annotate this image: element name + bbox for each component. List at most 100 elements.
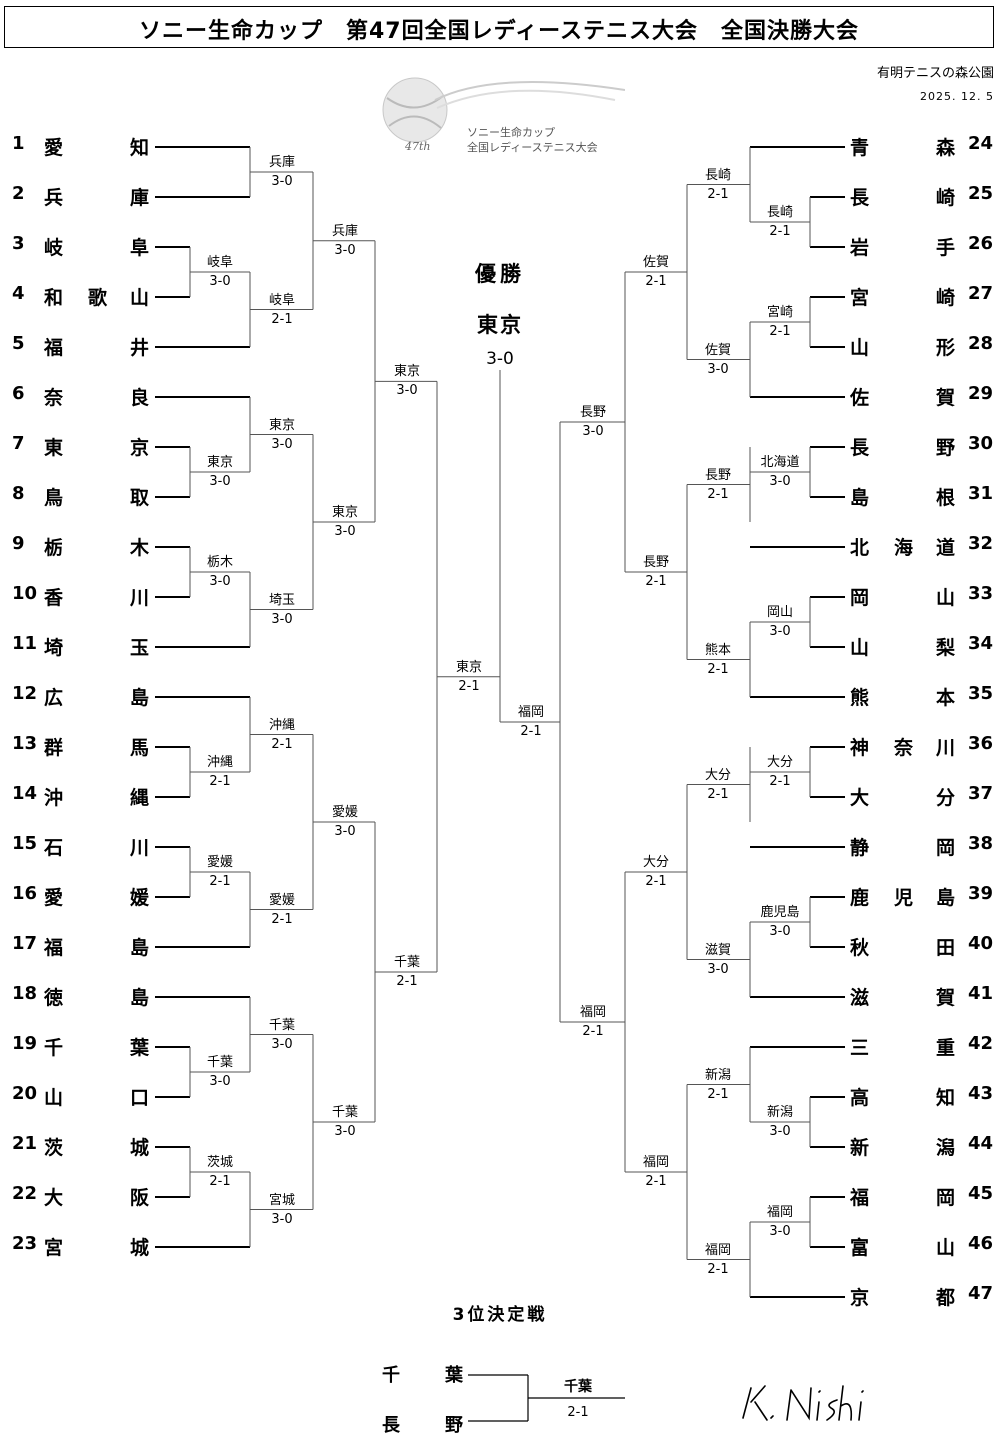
left-team-name-char: 愛 xyxy=(44,137,64,159)
right-team-number: 35 xyxy=(968,683,994,704)
left-team-name-char: 島 xyxy=(130,987,150,1009)
right-team-number: 24 xyxy=(968,133,994,154)
third-place-label: 3位決定戦 xyxy=(452,1305,548,1325)
right-team-name-char: 神 xyxy=(850,737,870,759)
right-match-winner: 長崎 xyxy=(704,167,731,183)
left-team-name-char: 栃 xyxy=(44,537,64,559)
left-match-winner: 東京 xyxy=(393,364,420,380)
right-match-winner: 宮崎 xyxy=(766,305,793,320)
right-team-name-char: 大 xyxy=(850,787,870,809)
date-text: 2025. 12. 5 xyxy=(920,90,994,103)
right-match-score: 2-1 xyxy=(769,324,791,339)
left-team-name-char: 口 xyxy=(130,1087,150,1109)
left-match-score: 3-0 xyxy=(271,1036,293,1052)
right-team-number: 37 xyxy=(968,783,994,804)
right-team-name-char: 山 xyxy=(936,1237,956,1259)
left-match-winner: 沖縄 xyxy=(268,717,295,733)
left-match-score: 2-1 xyxy=(271,736,293,752)
left-team-name-char: 山 xyxy=(44,1087,64,1109)
right-team-name-char: 分 xyxy=(936,787,956,809)
right-team-name-char: 宮 xyxy=(850,287,870,309)
left-team-number: 23 xyxy=(12,1233,38,1254)
left-team-name-char: 千 xyxy=(44,1037,64,1059)
right-match-score: 2-1 xyxy=(707,486,729,502)
right-team-number: 30 xyxy=(968,433,994,454)
right-team-name-char: 高 xyxy=(850,1087,870,1109)
right-match-score: 3-0 xyxy=(769,1124,791,1139)
right-team-name-char: 岡 xyxy=(850,587,870,609)
right-team-row: 37 大 分 xyxy=(848,783,993,811)
left-match-winner: 茨城 xyxy=(206,1155,233,1170)
right-team-name-char: 野 xyxy=(936,437,956,459)
left-team-name-char: 阜 xyxy=(130,237,150,259)
right-match-winner: 福岡 xyxy=(579,1005,606,1020)
left-match-winner: 岐阜 xyxy=(268,292,295,308)
right-match-winner: 北海道 xyxy=(760,455,800,470)
left-team-number: 15 xyxy=(12,833,38,854)
left-team-number: 1 xyxy=(12,133,25,154)
left-team-number: 19 xyxy=(12,1033,38,1054)
right-team-number: 28 xyxy=(968,333,994,354)
left-team-number: 5 xyxy=(12,333,25,354)
right-team-name-char: 岡 xyxy=(936,1187,956,1209)
right-team-name-char: 青 xyxy=(850,137,870,159)
right-team-name-char: 崎 xyxy=(936,187,956,209)
right-team-name-char: 島 xyxy=(936,887,956,909)
right-team-name-char: 岡 xyxy=(936,837,956,859)
right-team-number: 45 xyxy=(968,1183,994,1204)
right-team-number: 34 xyxy=(968,633,994,654)
left-match-score: 3-0 xyxy=(209,1074,231,1089)
third-score: 2-1 xyxy=(567,1405,589,1420)
right-match-score: 2-1 xyxy=(707,1086,729,1102)
left-team-number: 17 xyxy=(12,933,38,954)
right-match-score: 2-1 xyxy=(707,786,729,802)
left-match-score: 3-0 xyxy=(334,242,356,258)
left-team-name-char: 徳 xyxy=(44,987,64,1009)
left-match-winner: 兵庫 xyxy=(331,223,358,239)
left-team-number: 12 xyxy=(12,683,38,704)
left-team-name-char: 香 xyxy=(44,587,64,609)
right-match-score: 2-1 xyxy=(707,1261,729,1277)
champion-score: 3-0 xyxy=(486,349,514,369)
right-team-name-char: 鹿 xyxy=(850,887,870,909)
left-team-name-char: 取 xyxy=(130,487,150,509)
champion-name: 東京 xyxy=(477,313,523,337)
right-team-name-char: 根 xyxy=(936,487,956,509)
left-match-score: 2-1 xyxy=(271,911,293,927)
left-team-name-char: 福 xyxy=(44,337,64,359)
left-team-number: 14 xyxy=(12,783,38,804)
left-team-name-char: 広 xyxy=(44,687,64,709)
left-match-score: 2-1 xyxy=(209,874,231,889)
left-team-name-char: 馬 xyxy=(130,737,150,759)
left-team-name-char: 大 xyxy=(44,1187,64,1209)
left-match-score: 3-0 xyxy=(271,611,293,627)
left-match-winner: 沖縄 xyxy=(206,755,233,770)
left-team-name-char: 歌 xyxy=(88,287,108,309)
left-match-score: 3-0 xyxy=(334,524,356,539)
left-team-name-char: 川 xyxy=(130,587,150,609)
left-team-number: 22 xyxy=(12,1183,38,1204)
right-match-winner: 長野 xyxy=(642,555,669,570)
right-team-number: 27 xyxy=(968,283,994,304)
right-match-winner: 福岡 xyxy=(517,705,544,720)
right-team-name-char: 賀 xyxy=(936,387,956,409)
third-winner: 千葉 xyxy=(564,1379,592,1395)
